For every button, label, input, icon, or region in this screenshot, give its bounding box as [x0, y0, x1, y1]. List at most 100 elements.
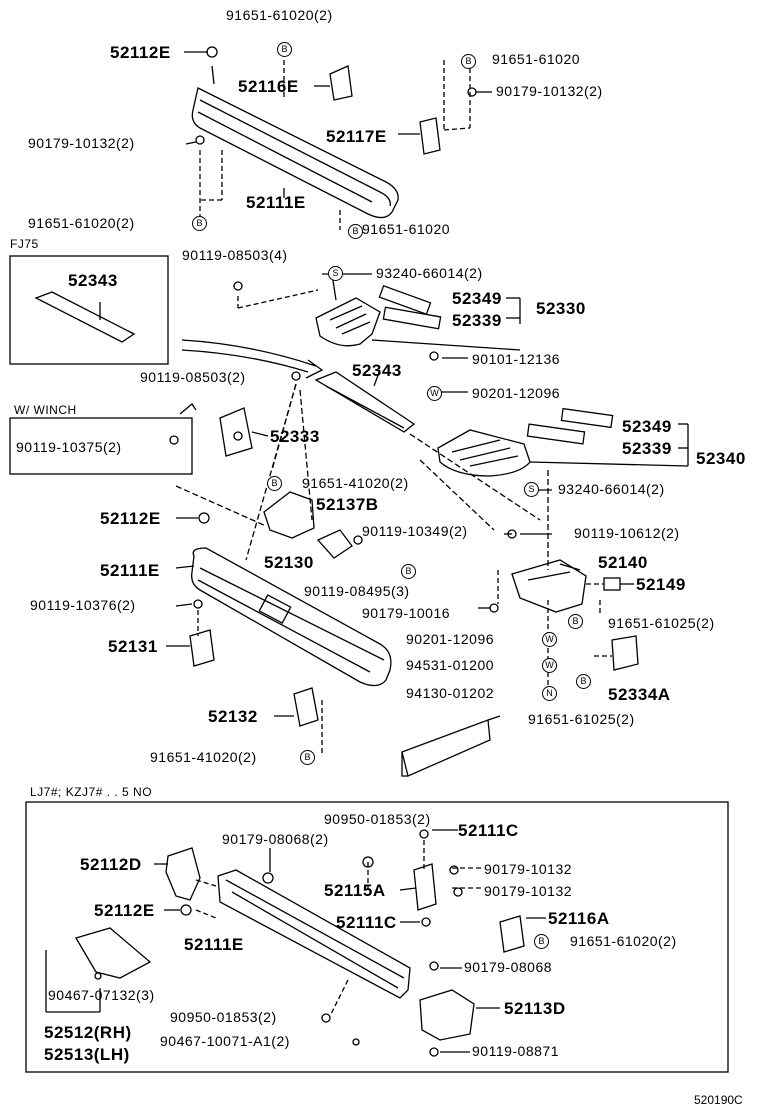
part-label-94531-01200: 94531-01200: [406, 657, 495, 673]
part-label-90467-07132-3: 90467-07132(3): [48, 987, 155, 1003]
part-label-91651-61020-2: 91651-61020(2): [226, 7, 333, 23]
part-label-90119-08495-3: 90119-08495(3): [304, 583, 410, 599]
part-label-90119-10375-2: 90119-10375(2): [16, 439, 122, 455]
circled-marker-b: B: [348, 224, 363, 239]
bracket-52116e: [329, 65, 353, 101]
part-label-52334a: 52334A: [608, 685, 671, 704]
part-label-52111c: 52111C: [458, 821, 519, 840]
part-label-52111c: 52111C: [336, 913, 397, 932]
part-label-91651-61025-2: 91651-61025(2): [608, 615, 715, 631]
circled-marker-n: N: [542, 686, 557, 701]
part-label-90101-12136: 90101-12136: [472, 351, 561, 367]
circled-marker-s: S: [328, 266, 343, 281]
lj7-caption: LJ7#; KZJ7# . . 5 NO: [30, 785, 153, 799]
plate-52343-inset: [34, 291, 136, 343]
cover-52113d: [419, 989, 475, 1041]
part-label-91651-41020-2: 91651-41020(2): [302, 475, 409, 491]
part-label-52340: 52340: [696, 449, 746, 468]
part-label-90179-10132: 90179-10132: [484, 861, 573, 877]
part-label-52112e: 52112E: [94, 901, 155, 920]
circled-marker-w: W: [427, 386, 442, 401]
circled-marker-b: B: [277, 42, 292, 57]
part-label-90950-01853-2: 90950-01853(2): [170, 1009, 277, 1025]
fj75-caption: FJ75: [10, 237, 39, 251]
part-label-52349: 52349: [622, 417, 672, 436]
bracket-52334a: [611, 635, 639, 671]
circled-marker-b: B: [568, 614, 583, 629]
part-label-90950-01853-2: 90950-01853(2): [324, 811, 431, 827]
winch-caption: W/ WINCH: [14, 403, 77, 417]
circled-marker-b: B: [534, 934, 549, 949]
part-label-90119-08503-4: 90119-08503(4): [182, 247, 288, 263]
part-label-52140: 52140: [598, 553, 648, 572]
part-label-91651-61025-2: 91651-61025(2): [528, 711, 635, 727]
part-label-90179-08068-2: 90179-08068(2): [222, 831, 329, 847]
bracket-52116a: [499, 915, 525, 953]
circled-marker-b: B: [300, 750, 315, 765]
part-label-52130: 52130: [264, 553, 314, 572]
part-label-52339: 52339: [622, 439, 672, 458]
part-label-52349: 52349: [452, 289, 502, 308]
bracket-52132: [293, 687, 319, 727]
part-label-52111e: 52111E: [184, 935, 244, 954]
part-label-52112e: 52112E: [100, 509, 161, 528]
part-label-52116e: 52116E: [238, 77, 299, 96]
part-label-90201-12096: 90201-12096: [472, 385, 561, 401]
part-label-52112e: 52112E: [110, 43, 171, 62]
part-label-90119-08503-2: 90119-08503(2): [140, 369, 246, 385]
part-label-52111e: 52111E: [100, 561, 160, 580]
part-label-90119-10349-2: 90119-10349(2): [362, 523, 468, 539]
part-label-52137b: 52137B: [316, 495, 379, 514]
part-label-93240-66014-2: 93240-66014(2): [376, 265, 483, 281]
bracket-52130: [263, 491, 315, 539]
part-label-52113d: 52113D: [504, 999, 566, 1018]
bracket-52117e: [419, 117, 441, 155]
part-label-90467-10071-a1-2: 90467-10071-A1(2): [160, 1033, 290, 1049]
bracket-52115a: [413, 863, 437, 911]
frame-rail-stub: [401, 719, 491, 777]
part-label-90179-10132-2: 90179-10132(2): [496, 83, 603, 99]
bracket-52333: [219, 407, 253, 457]
part-label-91651-61020: 91651-61020: [362, 221, 451, 237]
part-label-90179-10016: 90179-10016: [362, 605, 451, 621]
part-label-52333: 52333: [270, 427, 320, 446]
mudguard-52512: [75, 927, 152, 979]
part-label-52149: 52149: [636, 575, 686, 594]
part-label-52343: 52343: [68, 271, 118, 290]
lower-bumper-drawing: [217, 869, 411, 999]
circled-marker-w: W: [542, 658, 557, 673]
skid-plate-52330: [315, 297, 381, 347]
part-label-94130-01202: 94130-01202: [406, 685, 495, 701]
part-label-52116a: 52116A: [548, 909, 610, 928]
part-label-93240-66014-2: 93240-66014(2): [558, 481, 665, 497]
part-label-91651-61020: 91651-61020: [492, 51, 581, 67]
part-label-90201-12096: 90201-12096: [406, 631, 495, 647]
part-label-52131: 52131: [108, 637, 158, 656]
part-label-90119-10376-2: 90119-10376(2): [30, 597, 136, 613]
part-label-90179-10132-2: 90179-10132(2): [28, 135, 135, 151]
part-label-52513-lh: 52513(LH): [44, 1045, 130, 1064]
part-label-91651-61020-2: 91651-61020(2): [570, 933, 677, 949]
bracket-52140: [511, 559, 587, 613]
circled-marker-b: B: [267, 476, 282, 491]
circled-marker-b: B: [401, 564, 416, 579]
part-label-52330: 52330: [536, 299, 586, 318]
circled-marker-b: B: [461, 54, 476, 69]
part-label-52512-rh: 52512(RH): [44, 1023, 132, 1042]
part-label-91651-41020-2: 91651-41020(2): [150, 749, 257, 765]
part-label-52115a: 52115A: [324, 881, 386, 900]
part-label-90179-08068: 90179-08068: [464, 959, 553, 975]
part-label-52339: 52339: [452, 311, 502, 330]
middle-bumper-drawing: [191, 547, 392, 687]
circled-marker-b: B: [192, 216, 207, 231]
part-label-52343: 52343: [352, 361, 402, 380]
part-label-90179-10132: 90179-10132: [484, 883, 573, 899]
top-bumper-drawing: [191, 65, 399, 219]
bracket-52112d: [165, 847, 201, 901]
circled-marker-w: W: [542, 632, 557, 647]
part-label-90119-10612-2: 90119-10612(2): [574, 525, 680, 541]
part-label-90119-08871: 90119-08871: [472, 1043, 559, 1059]
circled-marker-s: S: [524, 482, 539, 497]
